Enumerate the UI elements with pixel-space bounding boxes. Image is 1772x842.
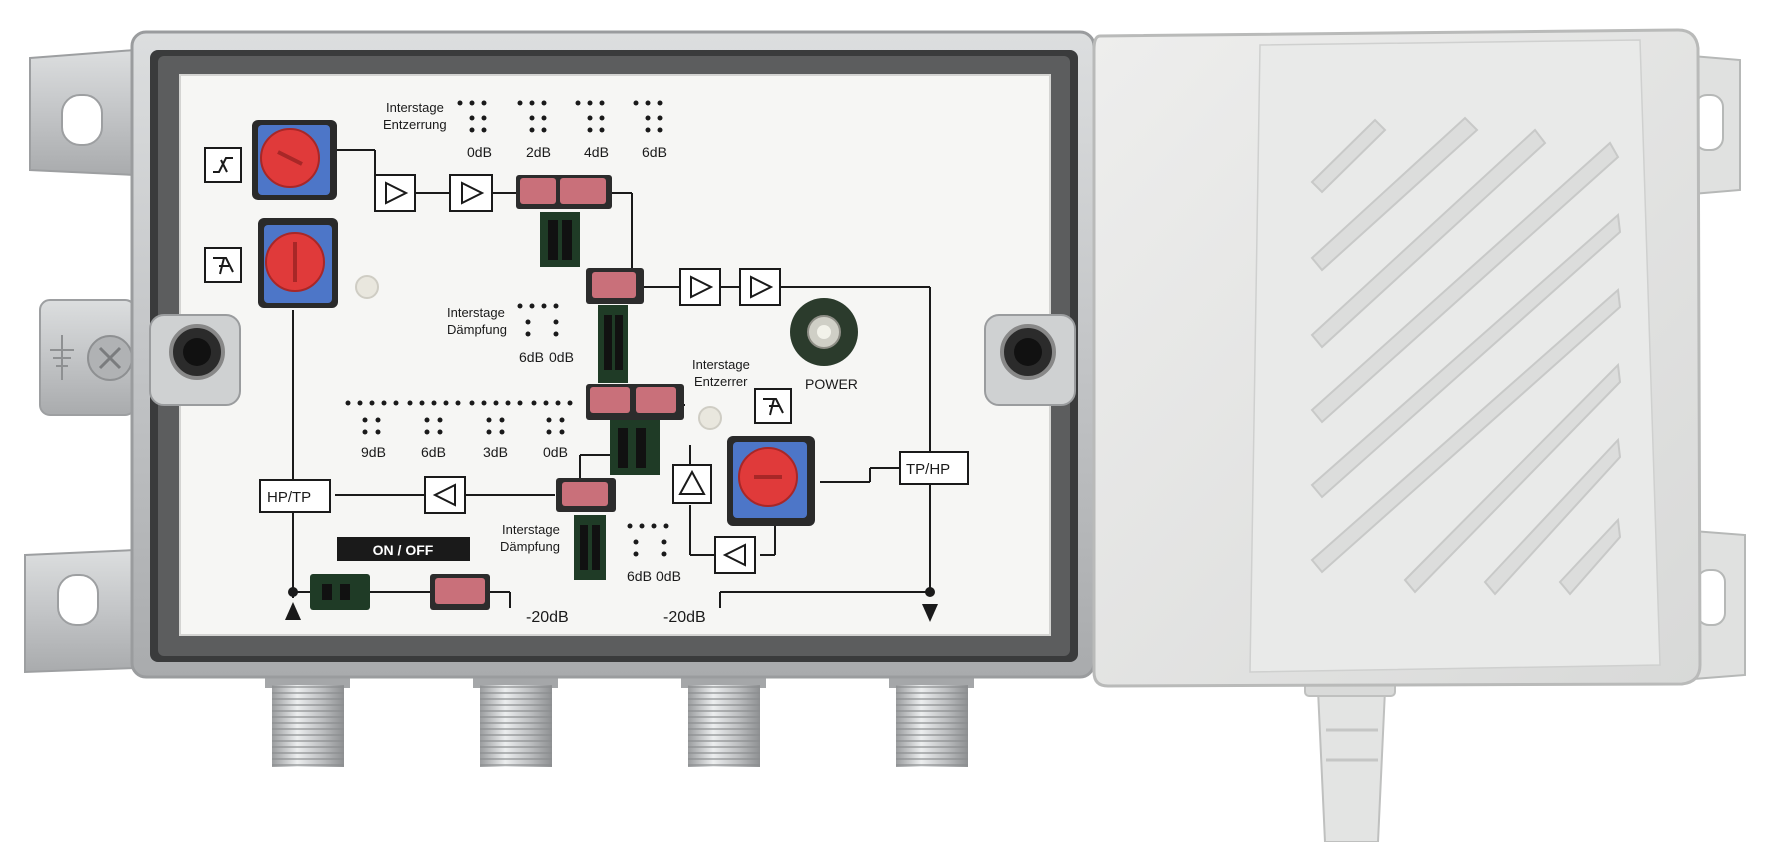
on-off-label-box <box>337 537 470 561</box>
triangle-up-icon <box>678 469 706 495</box>
daempfung-lower-title-1: Interstage <box>502 522 560 537</box>
fixing-boss-left <box>149 314 241 406</box>
mounting-bracket-left <box>24 48 136 674</box>
level-control-knob-2[interactable] <box>258 218 338 308</box>
power-led <box>790 298 858 366</box>
daempfung-upper-value-0: 6dB <box>519 349 544 365</box>
slope-icon <box>754 388 792 424</box>
triangle-right-icon <box>461 181 485 205</box>
jumper-daempfung-upper[interactable] <box>586 268 644 383</box>
arrow-up-icon <box>285 602 301 620</box>
indicator-hole <box>698 406 722 430</box>
return-amplifier-stage-1 <box>424 476 466 514</box>
amplifier-stage-1 <box>374 174 416 212</box>
entzerrung-value-3: 6dB <box>642 144 667 160</box>
daempfung-upper-title-1: Interstage <box>447 305 505 320</box>
indicator-hole <box>355 275 379 299</box>
diplexer-right-label: TP/HP <box>906 461 950 478</box>
triangle-right-icon <box>690 275 714 299</box>
daempfung-lower-value-1: 0dB <box>656 568 681 584</box>
jumper-return-taps[interactable] <box>556 478 616 580</box>
daempfung-lower-title-2: Dämpfung <box>500 539 560 554</box>
entzerrung-value-2: 4dB <box>584 144 609 160</box>
amplifier-stage-3 <box>679 268 721 306</box>
entzerrung-value-0: 0dB <box>467 144 492 160</box>
triangle-left-icon <box>722 543 746 567</box>
diplexer-left-box <box>259 479 331 513</box>
return-tap-0: 9dB <box>361 444 386 460</box>
daempfung-upper-jumper-map <box>517 303 559 337</box>
level-control-knob-1[interactable] <box>252 120 337 200</box>
slope-icon <box>204 247 242 283</box>
power-switch-jumper[interactable] <box>310 574 490 610</box>
entzerrung-title-2: Entzerrung <box>383 117 447 132</box>
arrow-down-icon <box>922 604 938 622</box>
daempfung-upper-title-2: Dämpfung <box>447 322 507 337</box>
entzerrung-title-1: Interstage <box>386 100 444 115</box>
return-taps-jumper-map <box>345 400 573 435</box>
daempfung-upper-value-1: 0dB <box>549 349 574 365</box>
ventilation-slots <box>1310 116 1622 596</box>
jumper-entzerrer[interactable] <box>586 384 684 475</box>
ground-symbol-icon <box>50 335 74 380</box>
level-control-knob-3[interactable] <box>727 436 815 526</box>
daempfung-lower-jumper-map <box>627 523 669 557</box>
triangle-right-icon <box>750 275 774 299</box>
diplexer-left-label: HP/TP <box>267 489 311 506</box>
return-tap-2: 3dB <box>483 444 508 460</box>
power-label: POWER <box>805 376 858 392</box>
return-amplifier-stage-3 <box>714 536 756 574</box>
jumper-entzerrung[interactable] <box>516 175 612 267</box>
entzerrer-title-2: Entzerrer <box>694 374 748 389</box>
diplexer-right-box <box>899 451 969 485</box>
return-tap-1: 6dB <box>421 444 446 460</box>
entzerrung-jumper-map <box>457 100 663 133</box>
test-port-right-label: -20dB <box>663 609 706 626</box>
slope-icon <box>204 147 242 183</box>
power-cable <box>1304 675 1396 842</box>
return-tap-3: 0dB <box>543 444 568 460</box>
fixing-boss-right <box>984 314 1076 406</box>
entzerrung-value-1: 2dB <box>526 144 551 160</box>
amplifier-stage-4 <box>739 268 781 306</box>
junction-dot <box>925 587 935 597</box>
triangle-right-icon <box>385 181 409 205</box>
daempfung-lower-value-0: 6dB <box>627 568 652 584</box>
test-port-left-label: -20dB <box>526 609 569 626</box>
entzerrer-title-1: Interstage <box>692 357 750 372</box>
junction-dot <box>288 587 298 597</box>
on-off-label: ON / OFF <box>373 542 434 558</box>
power-supply-unit <box>1092 28 1702 688</box>
return-amplifier-stage-2 <box>672 464 712 504</box>
amplifier-stage-2 <box>449 174 493 212</box>
triangle-left-icon <box>432 483 456 507</box>
